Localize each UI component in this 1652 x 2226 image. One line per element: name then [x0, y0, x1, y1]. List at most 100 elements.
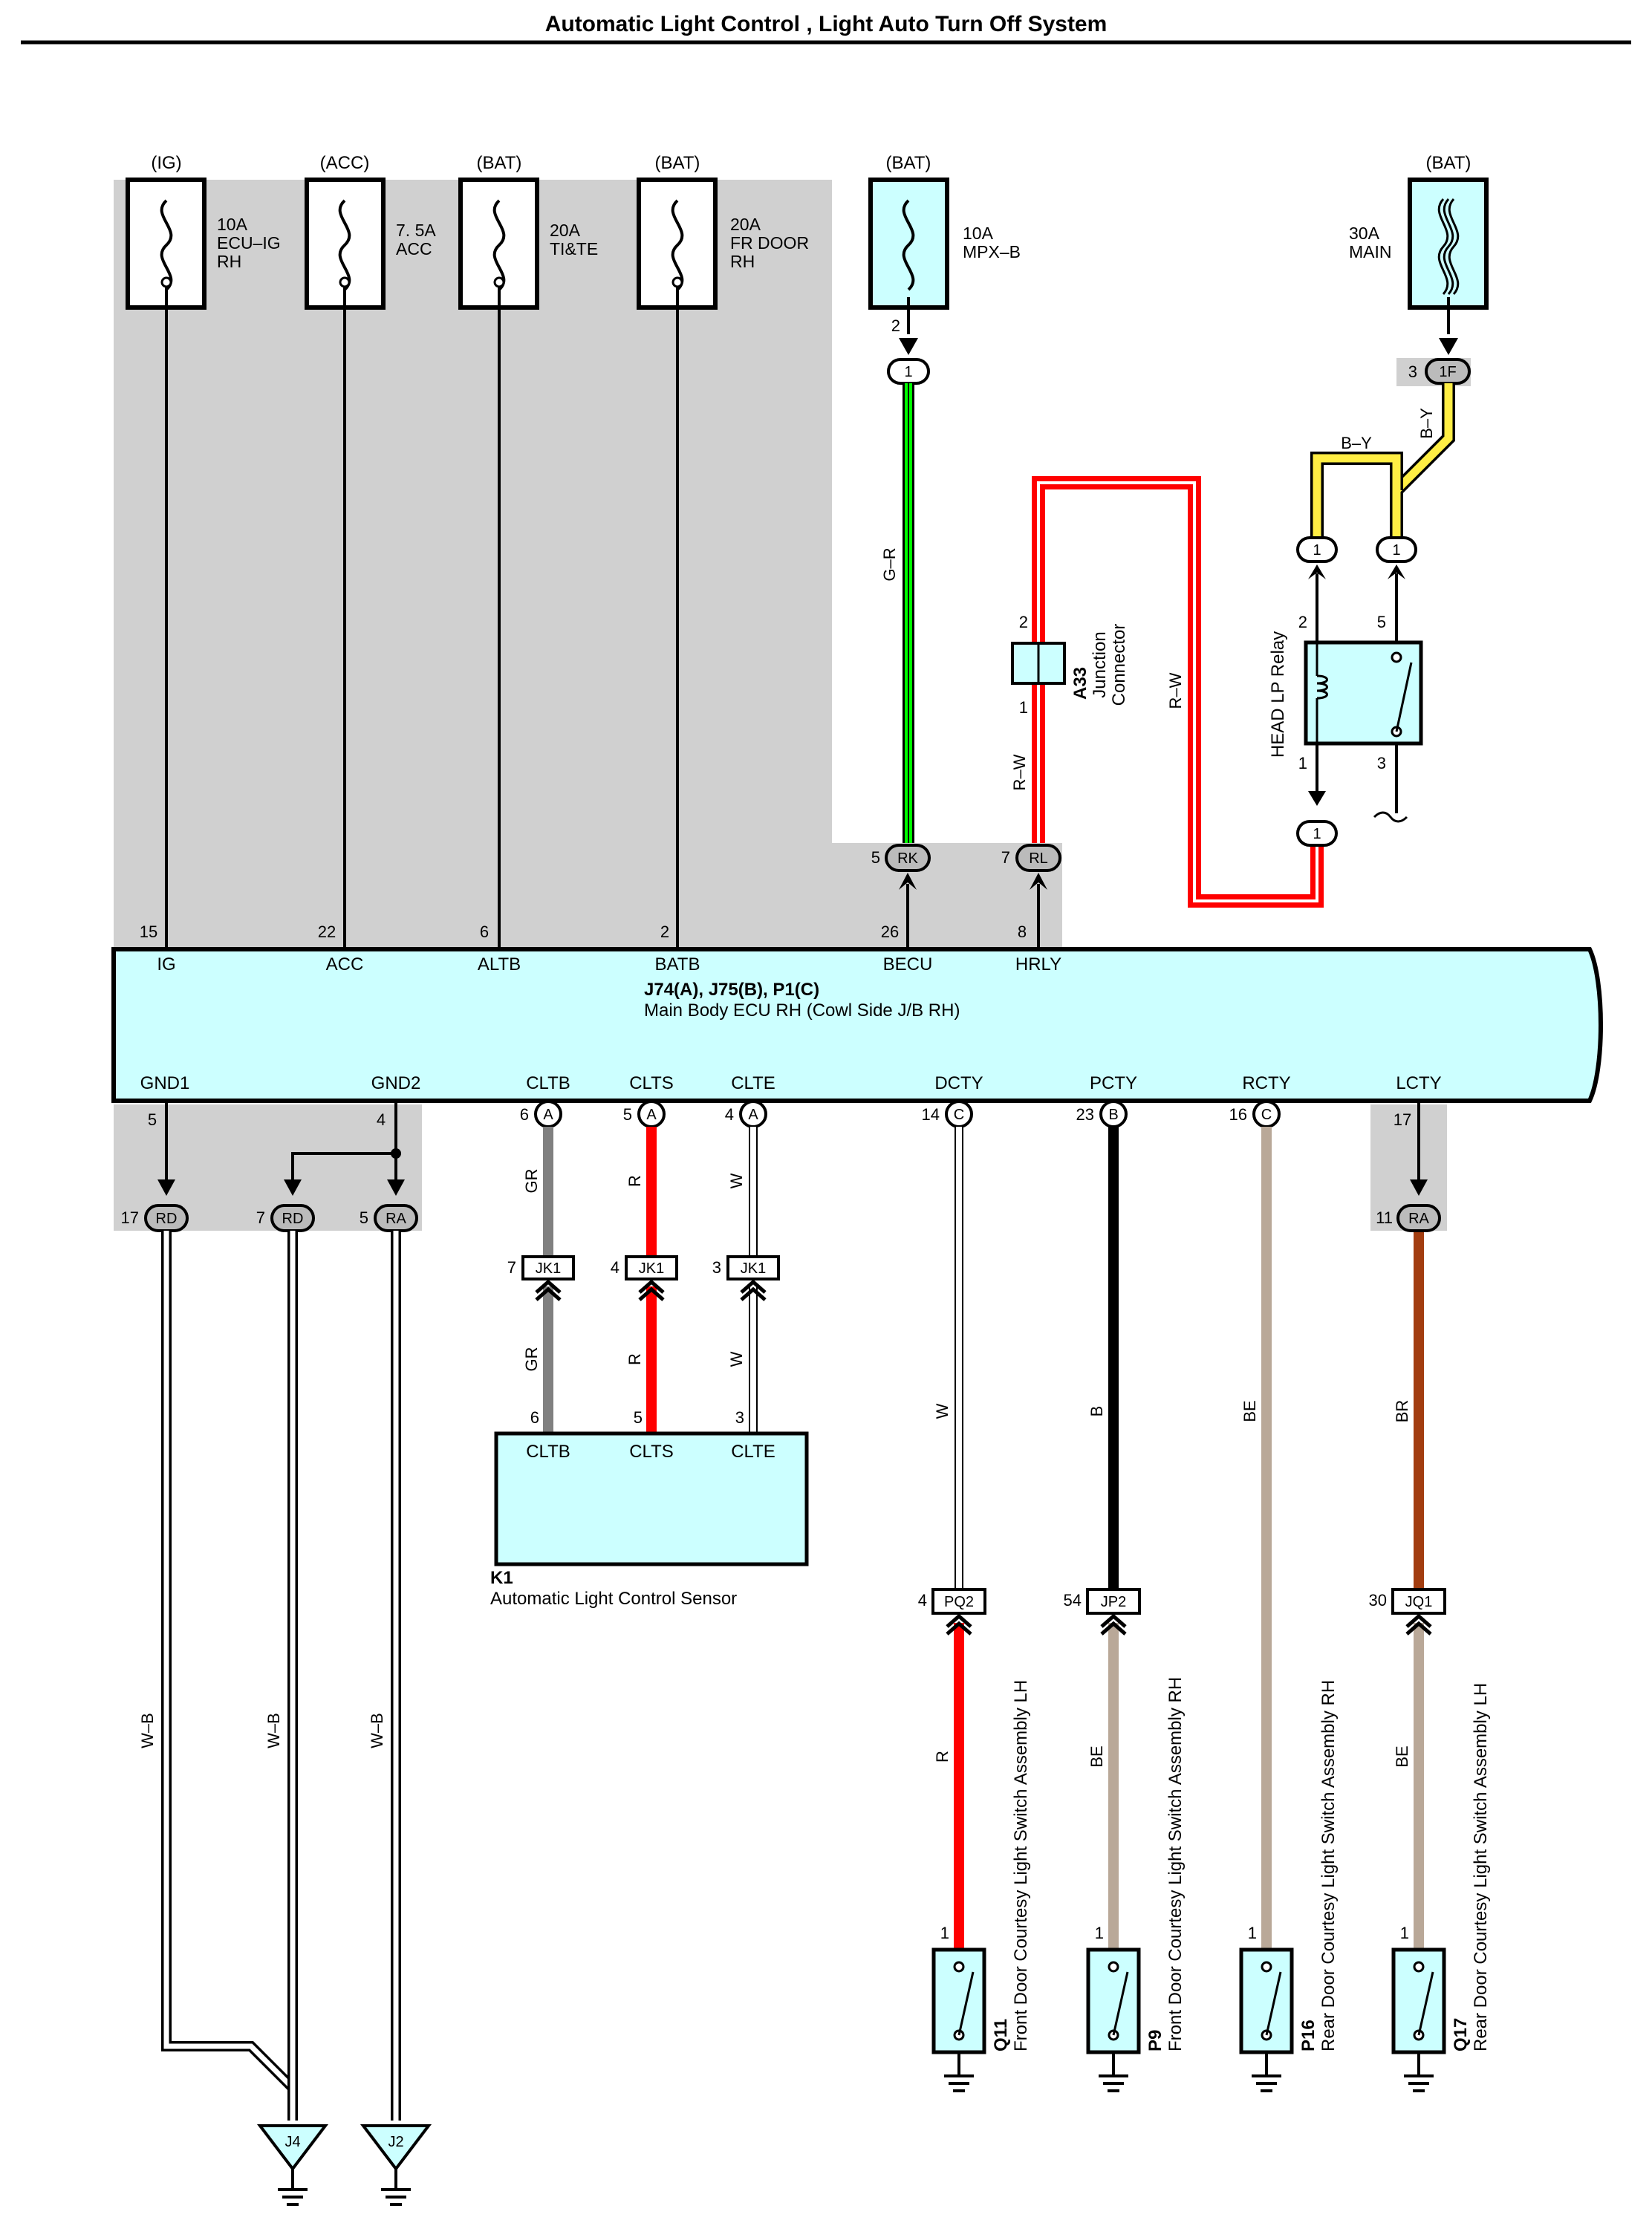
- wire-color-label: GR: [522, 1347, 541, 1372]
- svg-text:GND2: GND2: [371, 1073, 421, 1093]
- svg-text:Automatic Light Control Sensor: Automatic Light Control Sensor: [490, 1589, 737, 1609]
- pin-label: 5: [871, 848, 880, 867]
- wire-color-label: R–W: [1166, 672, 1185, 709]
- wire-color-label: W–B: [264, 1713, 283, 1748]
- pin-label: 1: [1298, 754, 1307, 772]
- connector-oval: [1296, 820, 1338, 847]
- door-connectors: 4 PQ2 54 JP2 30 JQ1: [918, 1588, 1446, 1636]
- svg-text:7: 7: [507, 1258, 516, 1277]
- switch-icon: [1112, 1971, 1129, 2036]
- svg-text:K1: K1: [490, 1568, 513, 1588]
- wire-color-label: W: [727, 1173, 746, 1188]
- svg-text:JK1: JK1: [741, 1260, 766, 1277]
- svg-text:4: 4: [918, 1591, 927, 1610]
- svg-text:Front Door Courtesy Light Swit: Front Door Courtesy Light Switch Assembl…: [1011, 1680, 1031, 2051]
- jk1-connectors: 7 JK1 4 JK1 3 JK1: [507, 1255, 780, 1301]
- svg-text:CLTE: CLTE: [731, 1073, 775, 1093]
- fuse-icon: [671, 199, 684, 291]
- wire-color-label: B–Y: [1417, 408, 1436, 439]
- svg-text:1: 1: [940, 1924, 949, 1942]
- wire-color-label: B–Y: [1341, 434, 1372, 452]
- pin-label: 2: [1019, 613, 1028, 631]
- switch-q17: 1 Q17 Rear Door Courtesy Light Switch As…: [1391, 1683, 1491, 2092]
- svg-text:RCTY: RCTY: [1242, 1073, 1290, 1093]
- svg-text:JP2: JP2: [1101, 1594, 1126, 1610]
- svg-text:Rear Door Courtesy Light Switc: Rear Door Courtesy Light Switch Assembly…: [1471, 1683, 1491, 2051]
- svg-text:HRLY: HRLY: [1015, 954, 1061, 974]
- shaded-regions: [114, 180, 1471, 1231]
- svg-text:1: 1: [1400, 1924, 1409, 1942]
- svg-text:1: 1: [1095, 1924, 1104, 1942]
- svg-text:LCTY: LCTY: [1396, 1073, 1441, 1093]
- svg-text:RA: RA: [386, 1211, 406, 1227]
- fuse-rating: 10A: [217, 215, 248, 234]
- pin-label: 2: [1298, 613, 1307, 631]
- wire-color-label: BE: [1087, 1745, 1106, 1767]
- fuse-source: (BAT): [655, 153, 700, 173]
- svg-text:5: 5: [634, 1408, 643, 1427]
- svg-text:A: A: [748, 1107, 758, 1123]
- courtesy-wires: [954, 1127, 1424, 1961]
- switch-icon: [957, 1971, 975, 2036]
- svg-text:54: 54: [1064, 1591, 1082, 1610]
- svg-text:5: 5: [148, 1110, 157, 1129]
- svg-text:JK1: JK1: [639, 1260, 664, 1277]
- sensor-wires: [543, 1127, 758, 1433]
- power-wires: [165, 282, 1450, 949]
- fuse-rating: 20A: [550, 221, 581, 240]
- svg-text:11: 11: [1376, 1208, 1393, 1227]
- svg-text:5: 5: [623, 1105, 632, 1124]
- svg-text:6: 6: [480, 922, 489, 941]
- switch-icon: [1265, 1971, 1282, 2036]
- wire-color-label: R–W: [1010, 754, 1029, 790]
- wire-color-label: BR: [1393, 1400, 1411, 1423]
- svg-text:BECU: BECU: [883, 954, 933, 974]
- fuse-main: (BAT) 30A MAIN: [1349, 153, 1489, 310]
- ecu-terminal-circles: 6 A 5 A 4 A 14 C 23 B 16 C: [520, 1100, 1281, 1128]
- light-control-sensor-k1: 6 5 3 CLTB CLTS CLTE K1 Automatic Light …: [490, 1408, 809, 1609]
- svg-text:17: 17: [1394, 1110, 1411, 1129]
- wire-color-label: W–B: [368, 1713, 386, 1748]
- switch-p9: 1 P9 Front Door Courtesy Light Switch As…: [1086, 1677, 1186, 2092]
- fuse-source: (BAT): [886, 153, 931, 173]
- svg-text:8: 8: [1018, 922, 1027, 941]
- fuse-name-2: RH: [217, 252, 241, 271]
- ecu-top-terminals: 15 IG 22 ACC 6 ALTB 2 BATB 26 BECU 8 HRL…: [140, 922, 1061, 974]
- svg-text:J2: J2: [388, 2134, 403, 2150]
- svg-text:C: C: [1261, 1107, 1272, 1123]
- fuse-rating: 20A: [730, 215, 761, 234]
- svg-text:P9: P9: [1145, 2030, 1165, 2051]
- connector-oval: [885, 844, 931, 872]
- switch-q11: 1 Q11 Front Door Courtesy Light Switch A…: [931, 1680, 1031, 2092]
- svg-text:CLTE: CLTE: [731, 1442, 775, 1462]
- svg-text:4: 4: [725, 1105, 734, 1124]
- connector-id: 1: [1313, 542, 1321, 559]
- junction-id: A33: [1070, 667, 1090, 700]
- svg-text:1: 1: [1248, 1924, 1257, 1942]
- svg-text:RD: RD: [282, 1211, 304, 1227]
- fuse-name: TI&TE: [550, 239, 598, 258]
- svg-text:CLTB: CLTB: [526, 1073, 570, 1093]
- svg-text:RA: RA: [1408, 1211, 1429, 1227]
- svg-text:4: 4: [611, 1258, 620, 1277]
- fuse-mpx-b: (BAT) 10A MPX–B: [868, 153, 1021, 310]
- fuse-name: ACC: [396, 239, 432, 258]
- main-body-ecu: J74(A), J75(B), P1(C) Main Body ECU RH (…: [111, 947, 1603, 1103]
- wire-color-label: G–R: [880, 547, 899, 581]
- svg-text:JQ1: JQ1: [1405, 1594, 1433, 1610]
- page-title: Automatic Light Control , Light Auto Tur…: [545, 12, 1108, 36]
- svg-text:PQ2: PQ2: [944, 1594, 974, 1610]
- connector-id: 1: [904, 364, 912, 380]
- svg-text:30: 30: [1369, 1591, 1387, 1610]
- pin-label: 7: [1001, 848, 1010, 867]
- pin-label: 2: [891, 316, 900, 335]
- switch-p16: 1 P16 Rear Door Courtesy Light Switch As…: [1239, 1680, 1339, 2092]
- ground-point-j4: J4: [256, 2124, 329, 2206]
- switch-icon: [1417, 1971, 1434, 2036]
- svg-text:A: A: [543, 1107, 553, 1123]
- svg-text:6: 6: [530, 1408, 539, 1427]
- ground-point-j2: J2: [360, 2124, 432, 2206]
- connector-id: 1F: [1439, 364, 1456, 380]
- wire-color-label: R: [625, 1353, 644, 1365]
